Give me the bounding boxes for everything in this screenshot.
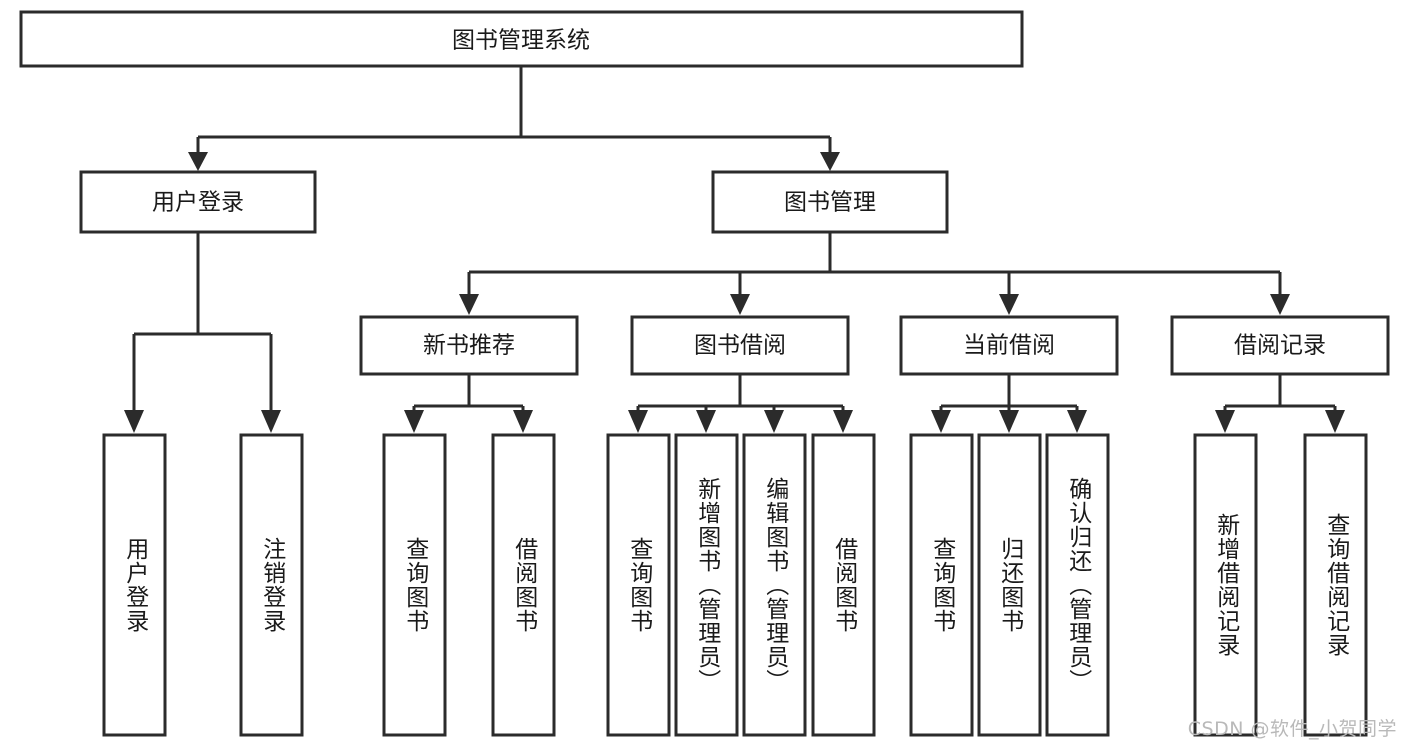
arrow-head-leaf-logout [261,410,281,433]
new-book-recommend-label: 新书推荐 [423,333,515,359]
node-book-management[interactable]: 图书管理 [711,170,949,234]
current-borrow-box [899,315,1119,376]
root-box [19,10,1024,68]
arrow-head-current-borrow [999,294,1019,315]
leaf-box-query-book-2[interactable] [606,433,671,737]
borrow-record-box [1170,315,1390,376]
arrow-head-leaf-edit-book [764,410,784,433]
leaf-box-add-book[interactable] [674,433,739,737]
leaf-box-confirm-return[interactable] [1045,433,1110,737]
leaf-box-return-book[interactable] [977,433,1042,737]
watermark-text: CSDN @软件_小贺同学 [1187,718,1397,740]
node-root[interactable]: 图书管理系统 [19,10,1024,68]
leaf-box-user-login[interactable] [102,433,167,737]
node-current-borrow[interactable]: 当前借阅 [899,315,1119,376]
arrow-head-leaf-query-book-2 [628,410,648,433]
book-borrow-label: 图书借阅 [694,333,786,359]
arrow-head-userlogin [188,152,208,171]
arrow-head-leaf-confirm-return [1067,410,1087,433]
node-new-book-recommend[interactable]: 新书推荐 [359,315,579,376]
arrow-head-leaf-query-record [1325,410,1345,433]
node-user-login[interactable]: 用户登录 [79,170,317,234]
node-borrow-record[interactable]: 借阅记录 [1170,315,1390,376]
user-login-label: 用户登录 [152,190,244,216]
new-book-recommend-box [359,315,579,376]
arrow-head-book-borrow [730,294,750,315]
arrow-head-new-book [459,294,479,315]
current-borrow-label: 当前借阅 [963,333,1055,359]
arrow-head-leaf-user-login [124,410,144,433]
leaf-box-borrow-book-1[interactable] [491,433,556,737]
arrow-head-bookmgmt [820,152,840,171]
book-management-box [711,170,949,234]
leaf-box-query-book-1[interactable] [382,433,447,737]
arrow-head-leaf-add-record [1215,410,1235,433]
borrow-record-label: 借阅记录 [1234,333,1326,359]
node-book-borrow[interactable]: 图书借阅 [630,315,850,376]
book-management-label: 图书管理 [784,190,876,216]
arrow-head-leaf-borrow-book-2 [833,410,853,433]
leaf-box-query-book-3[interactable] [909,433,974,737]
leaf-box-add-record[interactable] [1193,433,1258,737]
arrow-head-leaf-return-book [999,410,1019,433]
leaf-box-logout[interactable] [239,433,304,737]
leaf-box-borrow-book-2[interactable] [811,433,876,737]
arrow-head-leaf-borrow-book-1 [513,410,533,433]
arrow-head-borrow-record [1270,294,1290,315]
book-borrow-box [630,315,850,376]
arrow-head-leaf-add-book [696,410,716,433]
leaf-box-query-record[interactable] [1303,433,1368,737]
leaf-box-edit-book[interactable] [742,433,807,737]
arrow-head-leaf-query-book-3 [931,410,951,433]
root-label: 图书管理系统 [452,28,590,54]
arrow-head-leaf-query-book-1 [404,410,424,433]
